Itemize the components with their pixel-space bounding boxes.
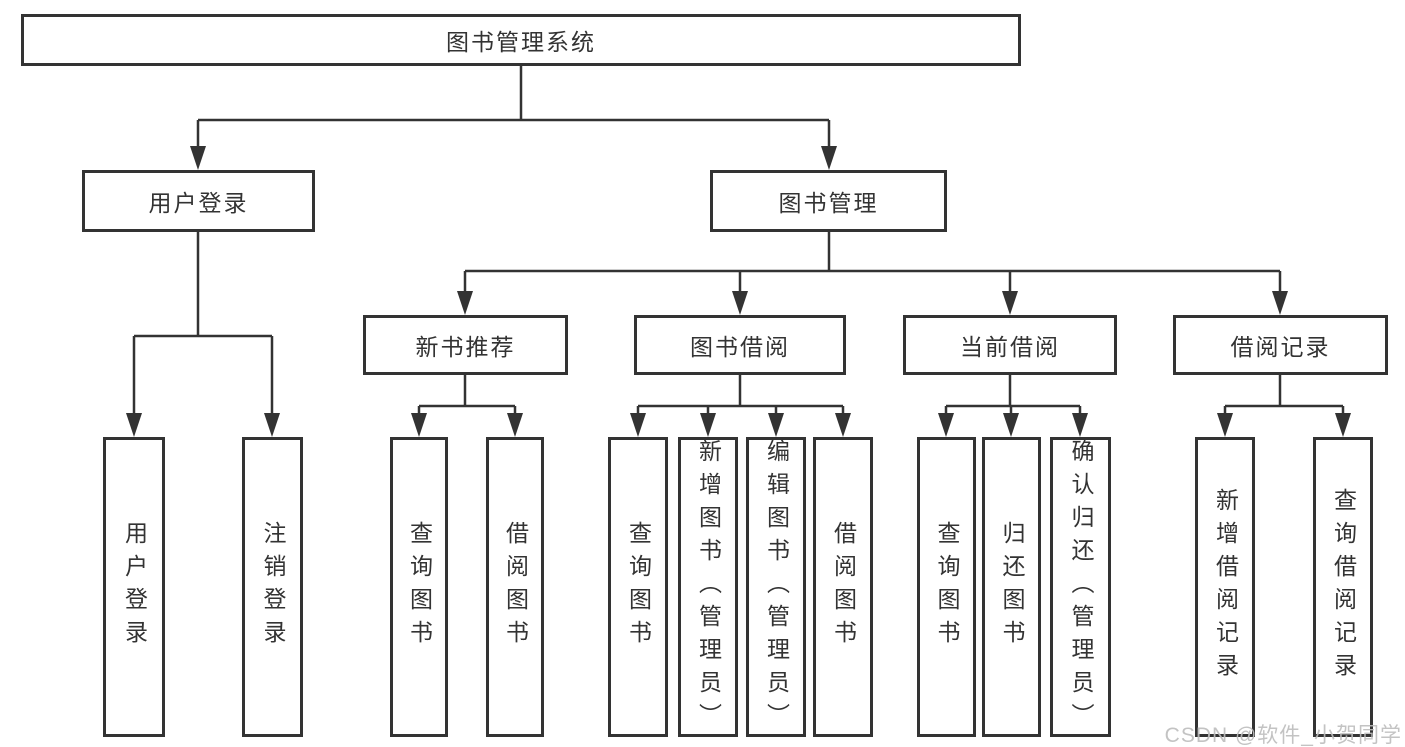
- leaf-borrow-books-borrowing-label: 借阅图书: [830, 521, 857, 653]
- node-borrowing-records-label: 借阅记录: [1230, 334, 1331, 360]
- leaf-query-books-current-label: 查询图书: [934, 521, 960, 653]
- leaf-query-borrow-record: 查询借阅记录: [1313, 437, 1373, 737]
- node-book-borrowing: 图书借阅: [634, 315, 846, 375]
- leaf-logout: 注销登录: [242, 437, 303, 737]
- node-user-login-label: 用户登录: [148, 190, 249, 216]
- leaf-user-login: 用户登录: [103, 437, 165, 737]
- node-new-book-recommend: 新书推荐: [363, 315, 568, 375]
- leaf-add-borrow-record: 新增借阅记录: [1195, 437, 1255, 737]
- leaf-edit-books-admin-label: 编辑图书（管理员）: [763, 438, 790, 736]
- leaf-add-books-admin: 新增图书（管理员）: [678, 437, 738, 737]
- csdn-watermark: CSDN @软件_小贺同学: [1164, 724, 1402, 747]
- node-book-management: 图书管理: [710, 170, 947, 232]
- leaf-return-books: 归还图书: [982, 437, 1041, 737]
- leaf-edit-books-admin: 编辑图书（管理员）: [746, 437, 806, 737]
- leaf-logout-label: 注销登录: [260, 521, 286, 653]
- leaf-return-books-label: 归还图书: [999, 521, 1025, 653]
- leaf-borrow-books-borrowing: 借阅图书: [813, 437, 873, 737]
- node-root: 图书管理系统: [21, 14, 1021, 66]
- node-current-borrowing: 当前借阅: [903, 315, 1117, 375]
- leaf-user-login-label: 用户登录: [121, 521, 148, 653]
- arrowhead-icons: [126, 146, 1351, 437]
- leaf-borrow-books-recommend: 借阅图书: [486, 437, 544, 737]
- node-new-book-recommend-label: 新书推荐: [415, 334, 516, 360]
- leaf-add-borrow-record-label: 新增借阅记录: [1212, 488, 1239, 686]
- node-root-label: 图书管理系统: [446, 29, 596, 55]
- leaf-query-books-recommend-label: 查询图书: [406, 521, 433, 653]
- node-current-borrowing-label: 当前借阅: [960, 334, 1060, 360]
- node-book-management-label: 图书管理: [778, 190, 879, 216]
- leaf-borrow-books-recommend-label: 借阅图书: [502, 521, 529, 653]
- leaf-query-borrow-record-label: 查询借阅记录: [1330, 488, 1357, 686]
- leaf-query-books-borrowing: 查询图书: [608, 437, 668, 737]
- node-user-login: 用户登录: [82, 170, 315, 232]
- leaf-confirm-return-admin-label: 确认归还（管理员）: [1068, 438, 1094, 736]
- leaf-query-books-current: 查询图书: [917, 437, 976, 737]
- leaf-query-books-borrowing-label: 查询图书: [625, 521, 652, 653]
- leaf-confirm-return-admin: 确认归还（管理员）: [1050, 437, 1111, 737]
- node-book-borrowing-label: 图书借阅: [690, 334, 790, 360]
- leaf-query-books-recommend: 查询图书: [390, 437, 448, 737]
- node-borrowing-records: 借阅记录: [1173, 315, 1388, 375]
- leaf-add-books-admin-label: 新增图书（管理员）: [695, 438, 722, 736]
